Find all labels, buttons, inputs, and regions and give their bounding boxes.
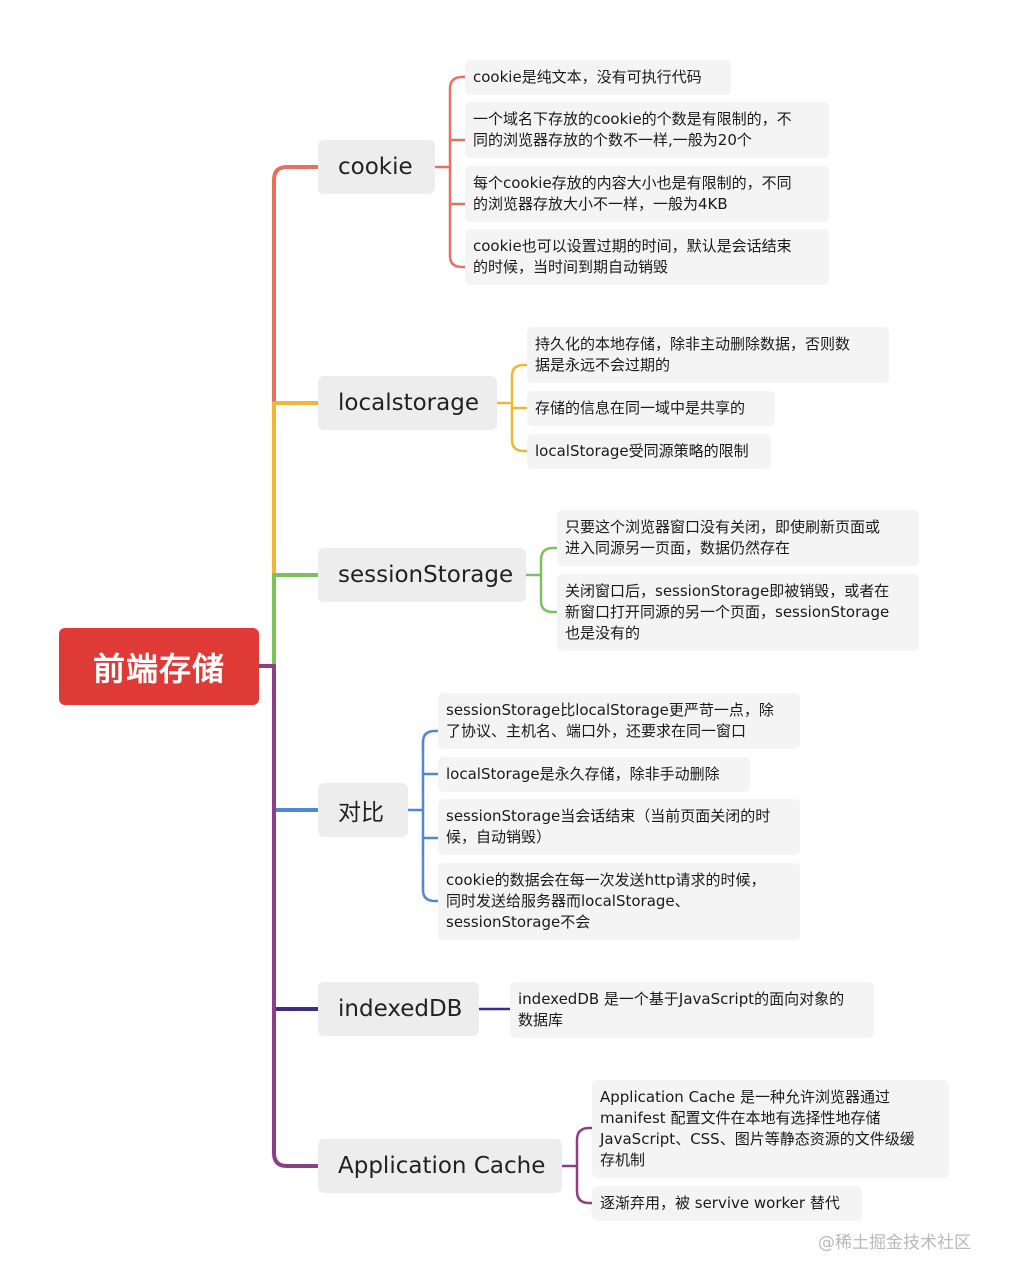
leaf-cookie-4[interactable]: cookie也可以设置过期的时间，默认是会话结束 的时候，当时间到期自动销毁: [465, 229, 829, 285]
branch-cookie[interactable]: cookie: [318, 140, 435, 194]
appcache-leaf-connectors: [562, 1126, 594, 1205]
watermark: @稀土掘金技术社区: [818, 1233, 971, 1253]
leaf-localstorage-1[interactable]: 持久化的本地存储，除非主动删除数据，否则数 据是永远不会过期的: [527, 327, 889, 383]
trunk-connectors: [257, 165, 320, 1168]
trunk-to-appcache: [257, 664, 320, 1168]
leaf-duibi-1[interactable]: sessionStorage比localStorage更严苛一点，除 了协议、主…: [438, 693, 800, 749]
cookie-leaf-connectors: [435, 75, 467, 269]
branch-duibi[interactable]: 对比: [318, 783, 408, 837]
duibi-leaf-connectors: [408, 729, 440, 903]
sessionstorage-leaf-connectors: [526, 546, 558, 614]
leaf-duibi-4[interactable]: cookie的数据会在每一次发送http请求的时候， 同时发送给服务器而loca…: [438, 863, 800, 940]
leaf-duibi-2[interactable]: localStorage是永久存储，除非手动删除: [438, 757, 750, 792]
leaf-sessionstorage-2[interactable]: 关闭窗口后，sessionStorage即被销毁，或者在 新窗口打开同源的另一个…: [557, 574, 919, 651]
localstorage-leaf-connectors: [497, 363, 529, 453]
leaf-cookie-3[interactable]: 每个cookie存放的内容大小也是有限制的，不同 的浏览器存放大小不一样，一般为…: [465, 166, 829, 222]
leaf-cookie-2[interactable]: 一个域名下存放的cookie的个数是有限制的，不 同的浏览器存放的个数不一样,一…: [465, 102, 829, 158]
leaf-appcache-1[interactable]: Application Cache 是一种允许浏览器通过 manifest 配置…: [592, 1080, 949, 1178]
branch-localstorage[interactable]: localstorage: [318, 376, 497, 430]
branch-sessionstorage[interactable]: sessionStorage: [318, 548, 526, 602]
leaf-localstorage-2[interactable]: 存储的信息在同一域中是共享的: [527, 391, 775, 426]
leaf-appcache-2[interactable]: 逐渐弃用，被 servive worker 替代: [592, 1186, 862, 1221]
leaf-indexeddb-1[interactable]: indexedDB 是一个基于JavaScript的面向对象的 数据库: [510, 982, 874, 1038]
root-node[interactable]: 前端存储: [59, 628, 259, 705]
branch-application-cache[interactable]: Application Cache: [318, 1139, 562, 1193]
trunk-to-cookie: [257, 165, 320, 668]
branch-indexeddb[interactable]: indexedDB: [318, 982, 479, 1036]
leaf-localstorage-3[interactable]: localStorage受同源策略的限制: [527, 434, 771, 469]
leaf-cookie-1[interactable]: cookie是纯文本，没有可执行代码: [465, 60, 731, 95]
leaf-duibi-3[interactable]: sessionStorage当会话结束（当前页面关闭的时 候，自动销毁）: [438, 799, 800, 855]
leaf-sessionstorage-1[interactable]: 只要这个浏览器窗口没有关闭，即使刷新页面或 进入同源另一页面，数据仍然存在: [557, 510, 919, 566]
